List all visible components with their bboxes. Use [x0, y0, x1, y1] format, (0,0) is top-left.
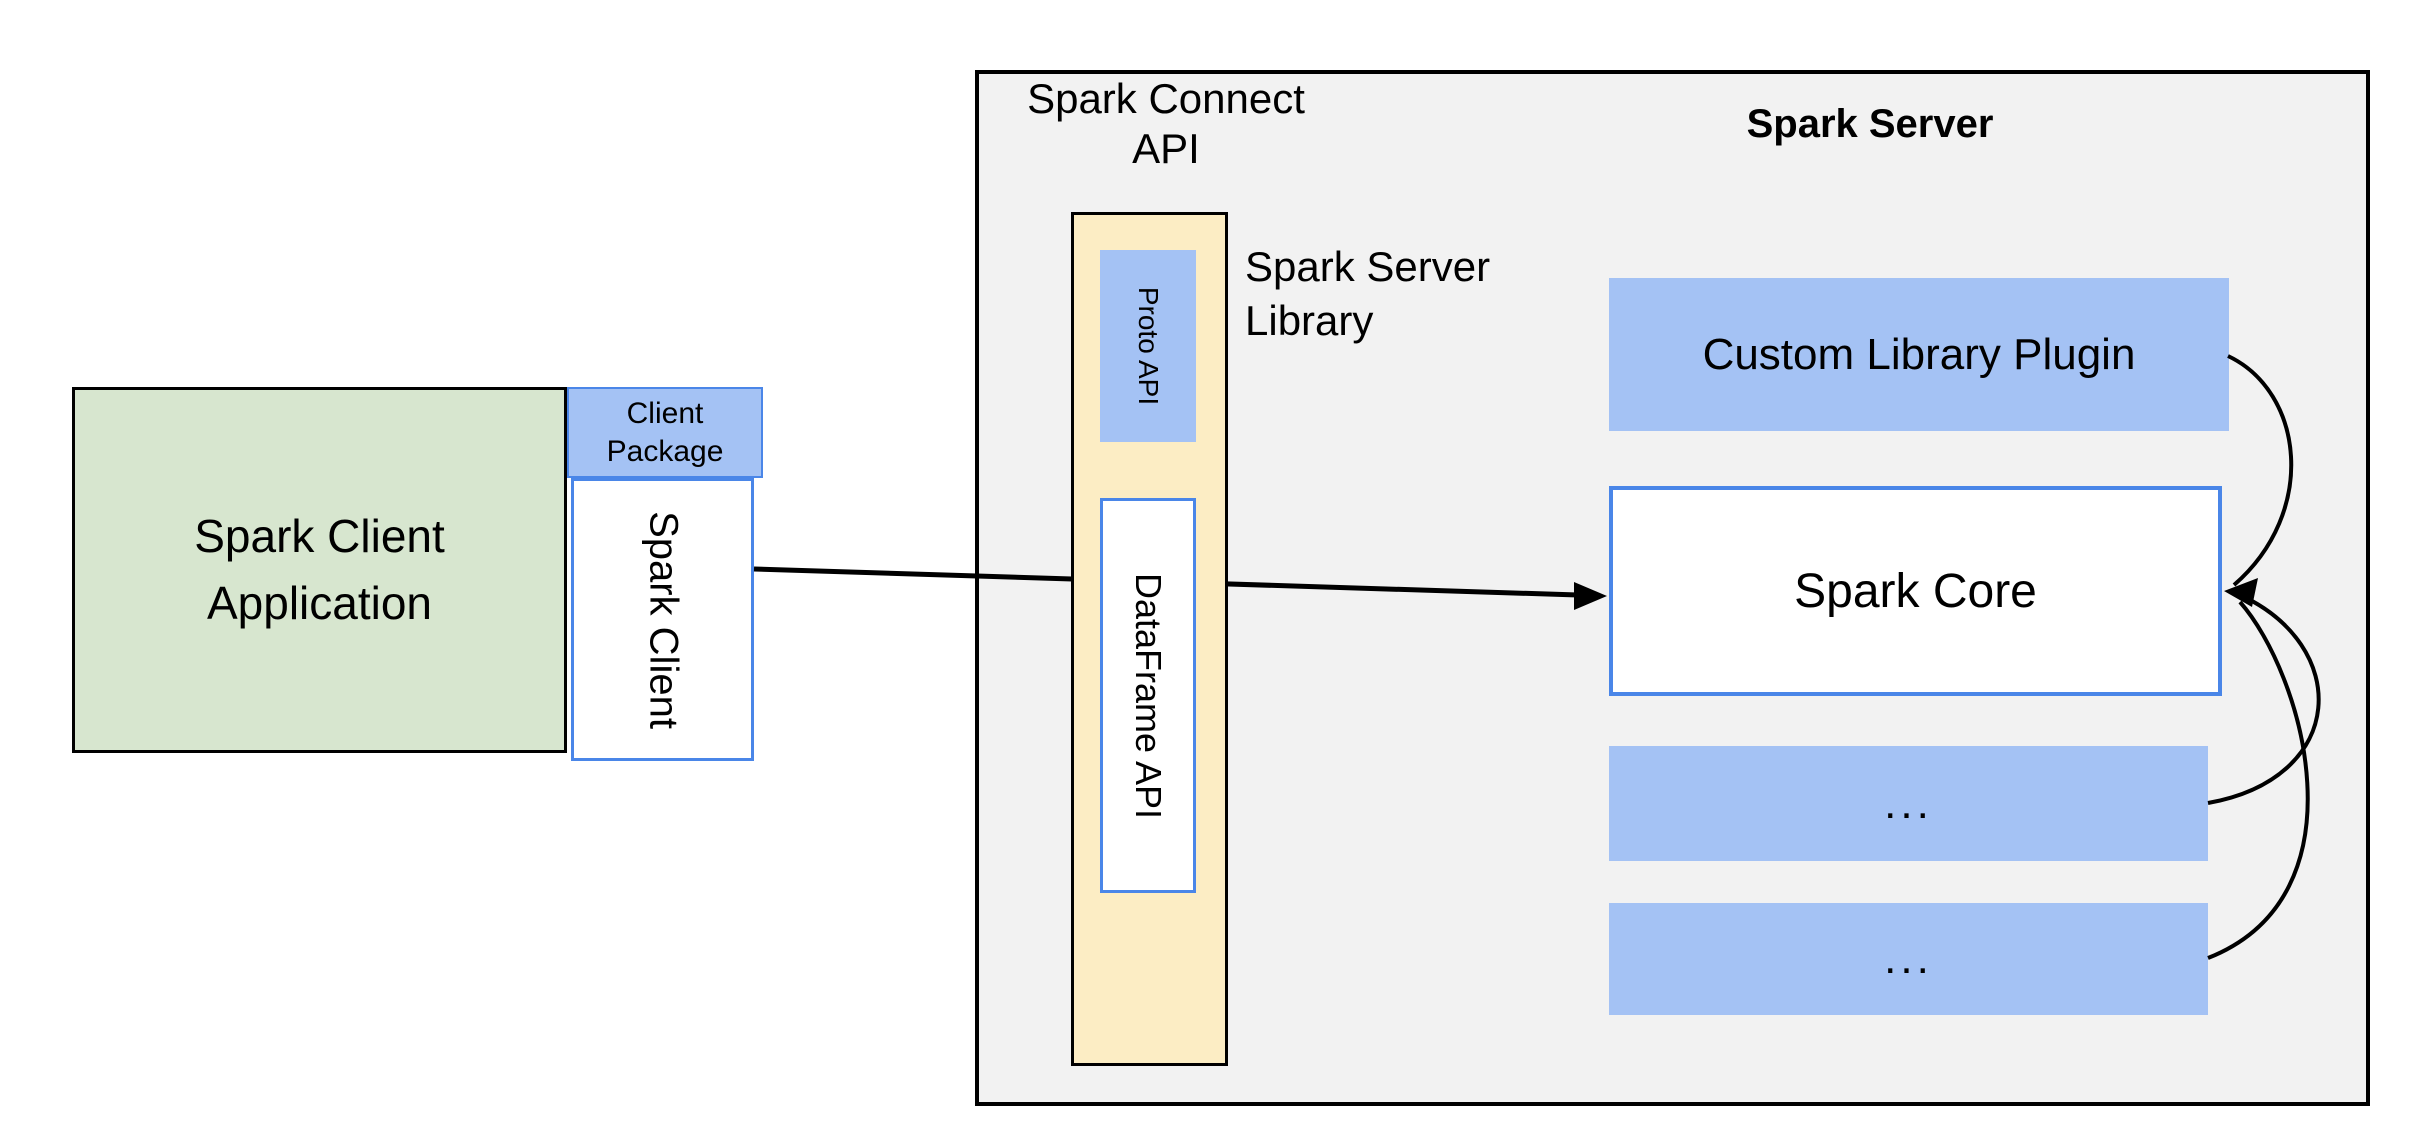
proto-api-box: Proto API [1100, 250, 1196, 442]
spark-client-application-label-line2: Application [206, 577, 433, 629]
dataframe-api-label: DataFrame API [1128, 572, 1169, 819]
client-package-label-line1: Client [626, 396, 704, 430]
spark-client-application-label-line1: Spark Client [194, 510, 445, 562]
spark-connect-api-label-line2: API [1132, 125, 1200, 172]
spark-server-library-label-line2: Library [1245, 297, 1374, 344]
spark-core-box: Spark Core [1609, 486, 2222, 696]
spark-server-library-label: Spark Server Library [1245, 240, 1665, 348]
plugin-placeholder-box-1: ... [1609, 746, 2208, 861]
spark-server-library-label-line1: Spark Server [1245, 243, 1491, 290]
dataframe-api-box: DataFrame API [1100, 498, 1196, 893]
client-package-label-line2: Package [606, 434, 724, 468]
plugin-placeholder-label-2: ... [1884, 934, 1933, 983]
client-package-box: Client Package [567, 387, 763, 478]
spark-server-title: Spark Server [1746, 102, 1994, 146]
plugin-placeholder-label-1: ... [1884, 778, 1933, 828]
spark-client-application-box: Spark Client Application [72, 387, 567, 753]
spark-connect-api-label-line1: Spark Connect [1027, 75, 1305, 122]
spark-client-box: Spark Client [571, 478, 754, 761]
custom-library-plugin-box: Custom Library Plugin [1609, 278, 2229, 431]
proto-api-label: Proto API [1133, 286, 1164, 406]
custom-library-plugin-label: Custom Library Plugin [1702, 329, 2136, 379]
spark-connect-api-label: Spark Connect API [966, 74, 1366, 174]
spark-core-label: Spark Core [1794, 564, 2037, 618]
spark-client-label: Spark Client [641, 510, 685, 729]
plugin-placeholder-box-2: ... [1609, 903, 2208, 1015]
